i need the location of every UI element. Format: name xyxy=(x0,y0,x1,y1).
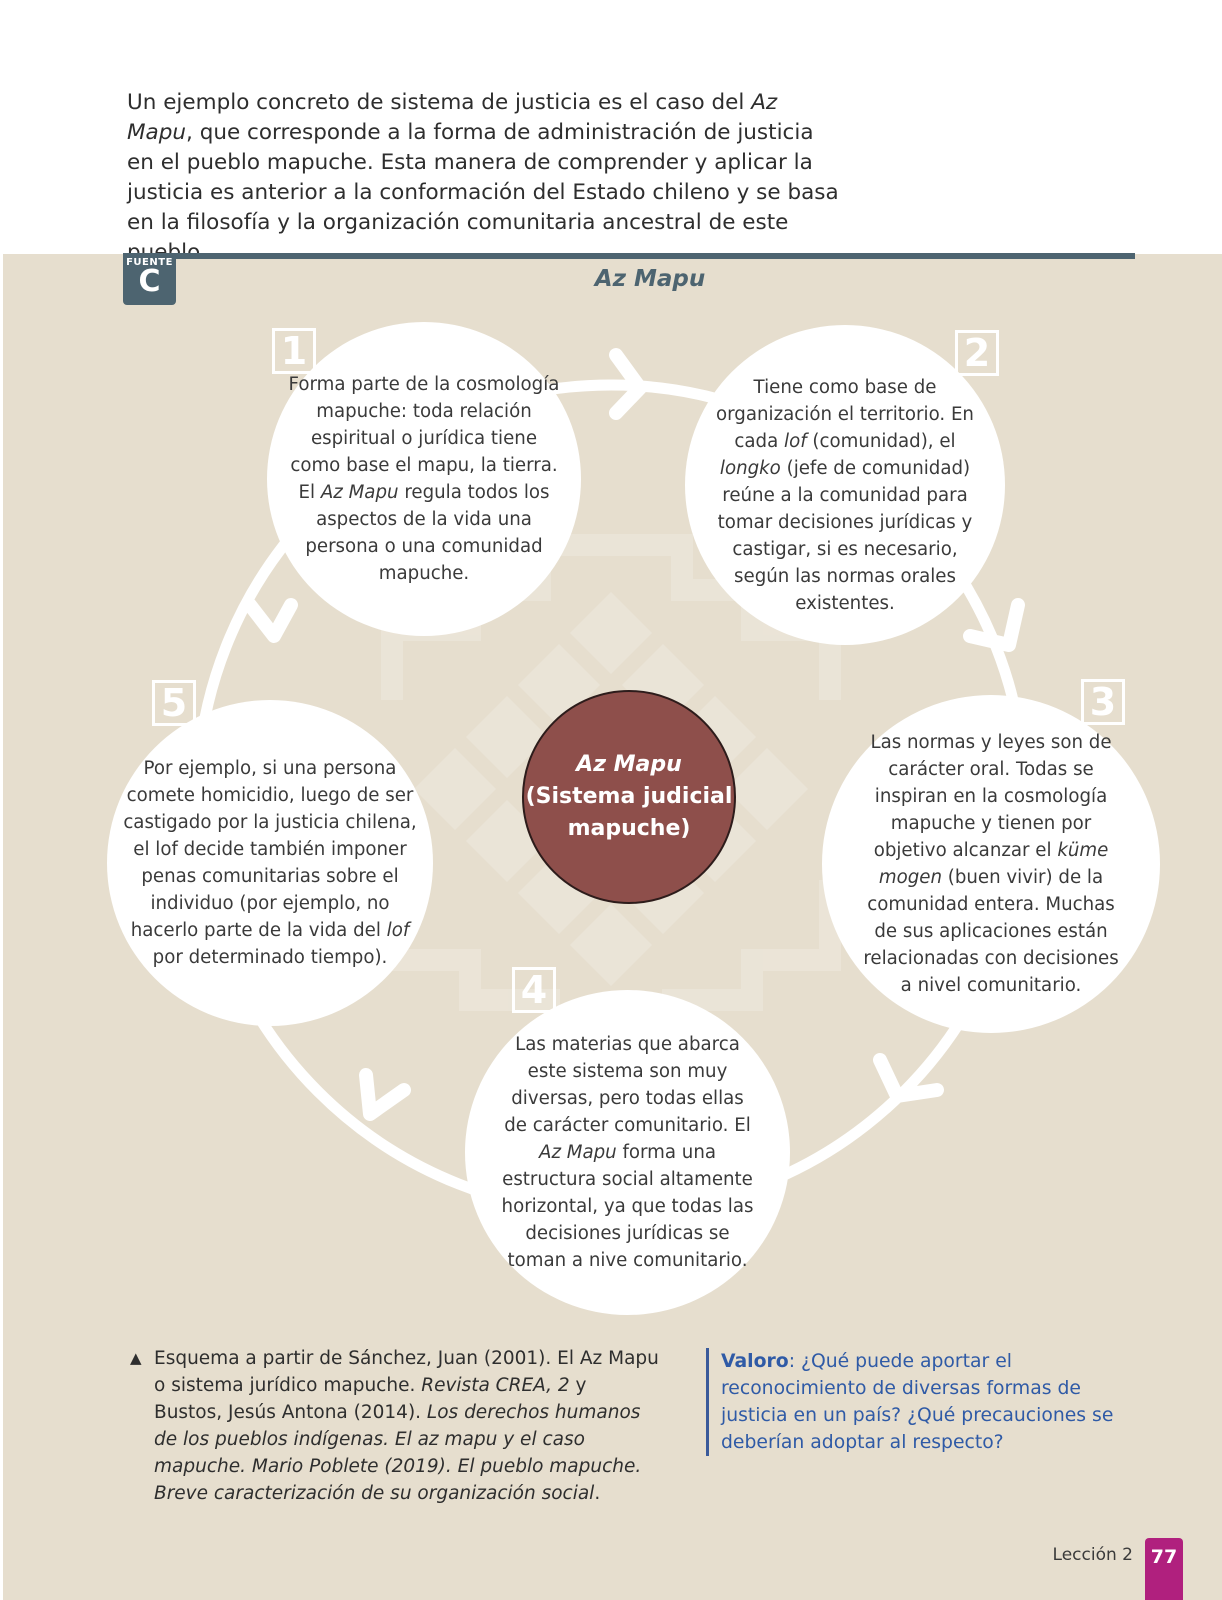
source-label: FUENTE xyxy=(126,257,173,268)
node-number-3: 3 xyxy=(1081,679,1125,725)
source-top-rule xyxy=(127,253,1135,259)
cycle-node-2-text: Tiene como base de organización el terri… xyxy=(716,376,974,614)
intro-text-rest: que corresponde a la forma de administra… xyxy=(127,120,839,265)
center-node: Az Mapu (Sistema judicial mapuche) xyxy=(522,690,736,904)
intro-emphasis: Az Mapu xyxy=(127,90,778,145)
center-node-subtitle: (Sistema judicial mapuche) xyxy=(525,784,733,841)
node-number-4: 4 xyxy=(512,967,556,1013)
cycle-arrows xyxy=(243,348,1025,1121)
arrow-5-to-1-icon xyxy=(243,598,298,643)
cycle-node-3: Las normas y leyes son de carácter oral.… xyxy=(822,695,1160,1033)
arrow-3-to-4-icon xyxy=(873,1053,944,1103)
cycle-node-4: Las materias que abarca este sistema son… xyxy=(465,990,790,1315)
node-number-1: 1 xyxy=(272,328,316,374)
diagram-title: Az Mapu xyxy=(594,266,706,292)
source-letter: C xyxy=(138,264,161,299)
cycle-node-2: Tiene como base de organización el terri… xyxy=(685,325,1005,645)
arrow-1-to-2-icon xyxy=(609,348,647,420)
valoro-label: Valoro xyxy=(721,1351,789,1372)
cycle-node-4-text: Las materias que abarca este sistema son… xyxy=(501,1034,754,1271)
intro-text-a: Un ejemplo concreto de sistema de justic… xyxy=(127,90,752,115)
center-node-title: Az Mapu xyxy=(576,752,682,777)
diagram-caption: ▲ Esquema a partir de Sánchez, Juan (200… xyxy=(130,1345,660,1507)
cycle-node-1-text: Forma parte de la cosmología mapuche: to… xyxy=(288,374,560,584)
valoro-question: : ¿Qué puede aportar el reconocimiento d… xyxy=(721,1351,1114,1453)
node-number-2: 2 xyxy=(955,330,999,376)
cycle-node-1: Forma parte de la cosmología mapuche: to… xyxy=(267,322,581,636)
caption-text: Esquema a partir de Sánchez, Juan (2001)… xyxy=(154,1348,659,1504)
caption-triangle-icon: ▲ xyxy=(130,1349,142,1367)
lesson-label: Lección 2 xyxy=(1052,1545,1133,1565)
valoro-box: Valoro: ¿Qué puede aportar el reconocimi… xyxy=(706,1348,1146,1456)
cycle-node-3-text: Las normas y leyes son de carácter oral.… xyxy=(863,732,1119,996)
node-number-5: 5 xyxy=(152,680,196,726)
arrow-4-to-5-icon xyxy=(359,1068,411,1121)
cycle-node-5-text: Por ejemplo, si una persona comete homic… xyxy=(123,758,417,968)
cycle-node-5: Por ejemplo, si una persona comete homic… xyxy=(107,700,433,1026)
intro-text-b: , xyxy=(186,120,193,145)
page-number: 77 xyxy=(1145,1538,1183,1600)
intro-paragraph: Un ejemplo concreto de sistema de justic… xyxy=(127,88,847,268)
arrow-2-to-3-icon xyxy=(963,598,1025,652)
source-badge: FUENTE C xyxy=(123,253,176,305)
